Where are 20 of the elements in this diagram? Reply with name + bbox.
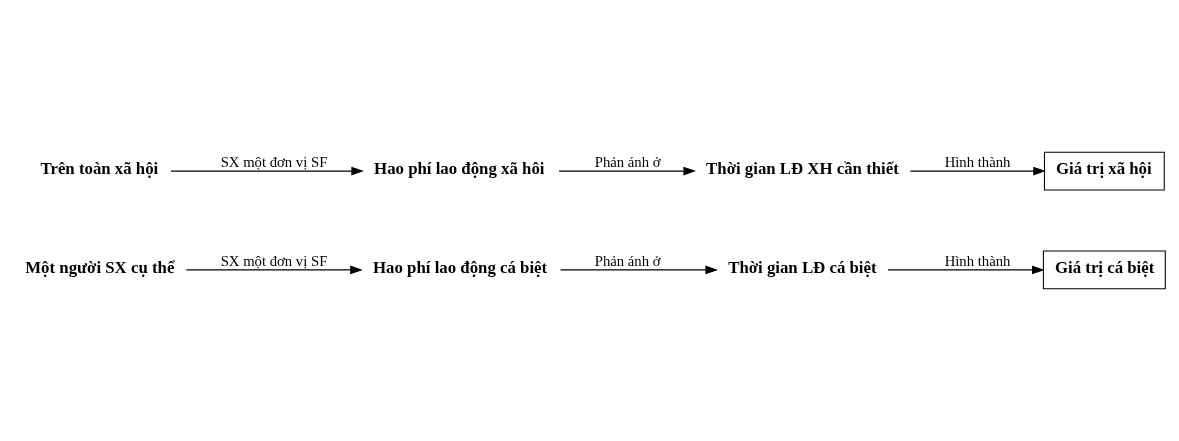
edge-label: SX một đơn vị SF bbox=[220, 154, 328, 171]
node-text: Hao phí lao động xã hôi bbox=[374, 159, 545, 179]
arrow bbox=[559, 265, 719, 275]
node-text: Trên toàn xã hội bbox=[40, 159, 159, 179]
arrow bbox=[887, 265, 1045, 275]
edge-label: Phản ánh ở bbox=[594, 154, 661, 171]
arrow bbox=[909, 166, 1046, 176]
node-text: Một người SX cụ thể bbox=[25, 257, 175, 277]
node-box: Giá trị cá biệt bbox=[1042, 250, 1166, 290]
edge-label: Hình thành bbox=[944, 252, 1011, 269]
arrow bbox=[185, 265, 363, 275]
node-box: Giá trị xã hội bbox=[1043, 151, 1165, 191]
node-text: Thời gian LĐ cá biệt bbox=[728, 257, 877, 277]
arrow bbox=[558, 166, 697, 176]
node-text: Thời gian LĐ XH cần thiết bbox=[706, 159, 899, 179]
edge-label: SX một đơn vị SF bbox=[220, 252, 328, 269]
edge-label: Phản ánh ở bbox=[594, 252, 661, 269]
node-text: Hao phí lao động cá biệt bbox=[373, 257, 548, 277]
edge-label: Hình thành bbox=[944, 154, 1011, 171]
arrow bbox=[170, 166, 364, 176]
